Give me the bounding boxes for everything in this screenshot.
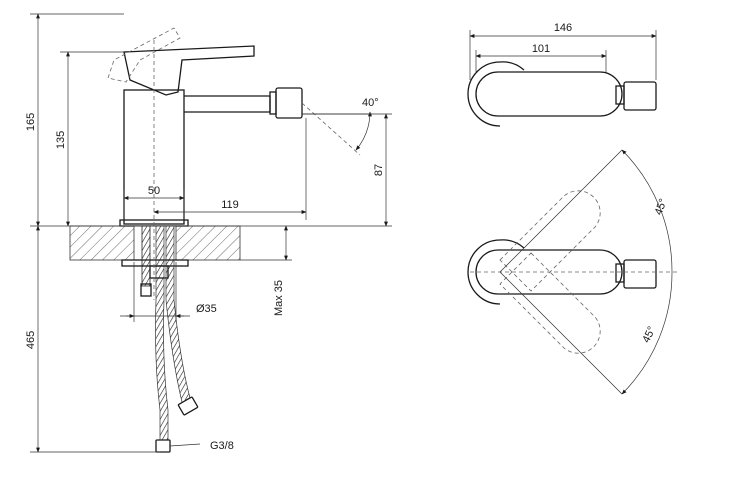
dim-119: 119 xyxy=(221,199,239,211)
top-dimensions: 146 101 xyxy=(469,22,657,80)
side-view xyxy=(69,27,361,453)
jet-axis xyxy=(301,102,361,156)
top-jet-neck xyxy=(615,85,625,105)
threaded-rod xyxy=(141,225,151,287)
rot-axis-up xyxy=(499,149,623,273)
top-base xyxy=(467,61,501,127)
dim-135: 135 xyxy=(55,131,67,149)
hose-left-outline xyxy=(155,226,169,440)
dim-max35: Max 35 xyxy=(273,280,285,316)
dim-50: 50 xyxy=(148,185,160,197)
hose-nut-right xyxy=(177,396,199,416)
top-base-right xyxy=(499,61,525,71)
dim-45-down: 45° xyxy=(640,325,658,345)
jet-nozzle xyxy=(269,91,277,115)
top-handle xyxy=(475,71,623,117)
side-dimensions: 165 135 87 40° 50 119 465 Ø35 xyxy=(25,13,392,453)
dim-d35: Ø35 xyxy=(196,303,217,315)
rod-tip xyxy=(140,283,152,297)
lever-handle-raised xyxy=(107,27,181,83)
lever-handle xyxy=(123,45,255,96)
rotation-view xyxy=(467,149,680,395)
rot-base-right xyxy=(499,239,525,249)
rot-handle-down xyxy=(499,252,601,354)
hose-nut-left xyxy=(155,439,171,453)
dim-g38: G3/8 xyxy=(210,440,234,452)
dim-40deg: 40° xyxy=(362,97,379,109)
spout xyxy=(184,95,271,113)
dim-465: 465 xyxy=(25,331,37,349)
rot-handle-up xyxy=(499,190,601,292)
top-view xyxy=(467,61,657,127)
rot-jet-head xyxy=(623,259,657,289)
fixing-plate xyxy=(121,259,189,267)
dim-165: 165 xyxy=(25,113,37,131)
dim-146: 146 xyxy=(554,22,572,34)
dim-101: 101 xyxy=(532,43,550,55)
rot-base xyxy=(467,239,501,305)
rot-jet-neck xyxy=(615,263,625,283)
dim-45-up: 45° xyxy=(653,197,670,217)
hose-right xyxy=(166,226,190,401)
top-jet-head xyxy=(623,81,657,111)
rot-handle xyxy=(475,249,623,295)
hose-left xyxy=(155,226,168,440)
dim-87: 87 xyxy=(373,164,385,176)
hose-right-outline xyxy=(165,226,191,403)
jet-head xyxy=(275,87,303,119)
rot-axis-down xyxy=(499,271,623,395)
